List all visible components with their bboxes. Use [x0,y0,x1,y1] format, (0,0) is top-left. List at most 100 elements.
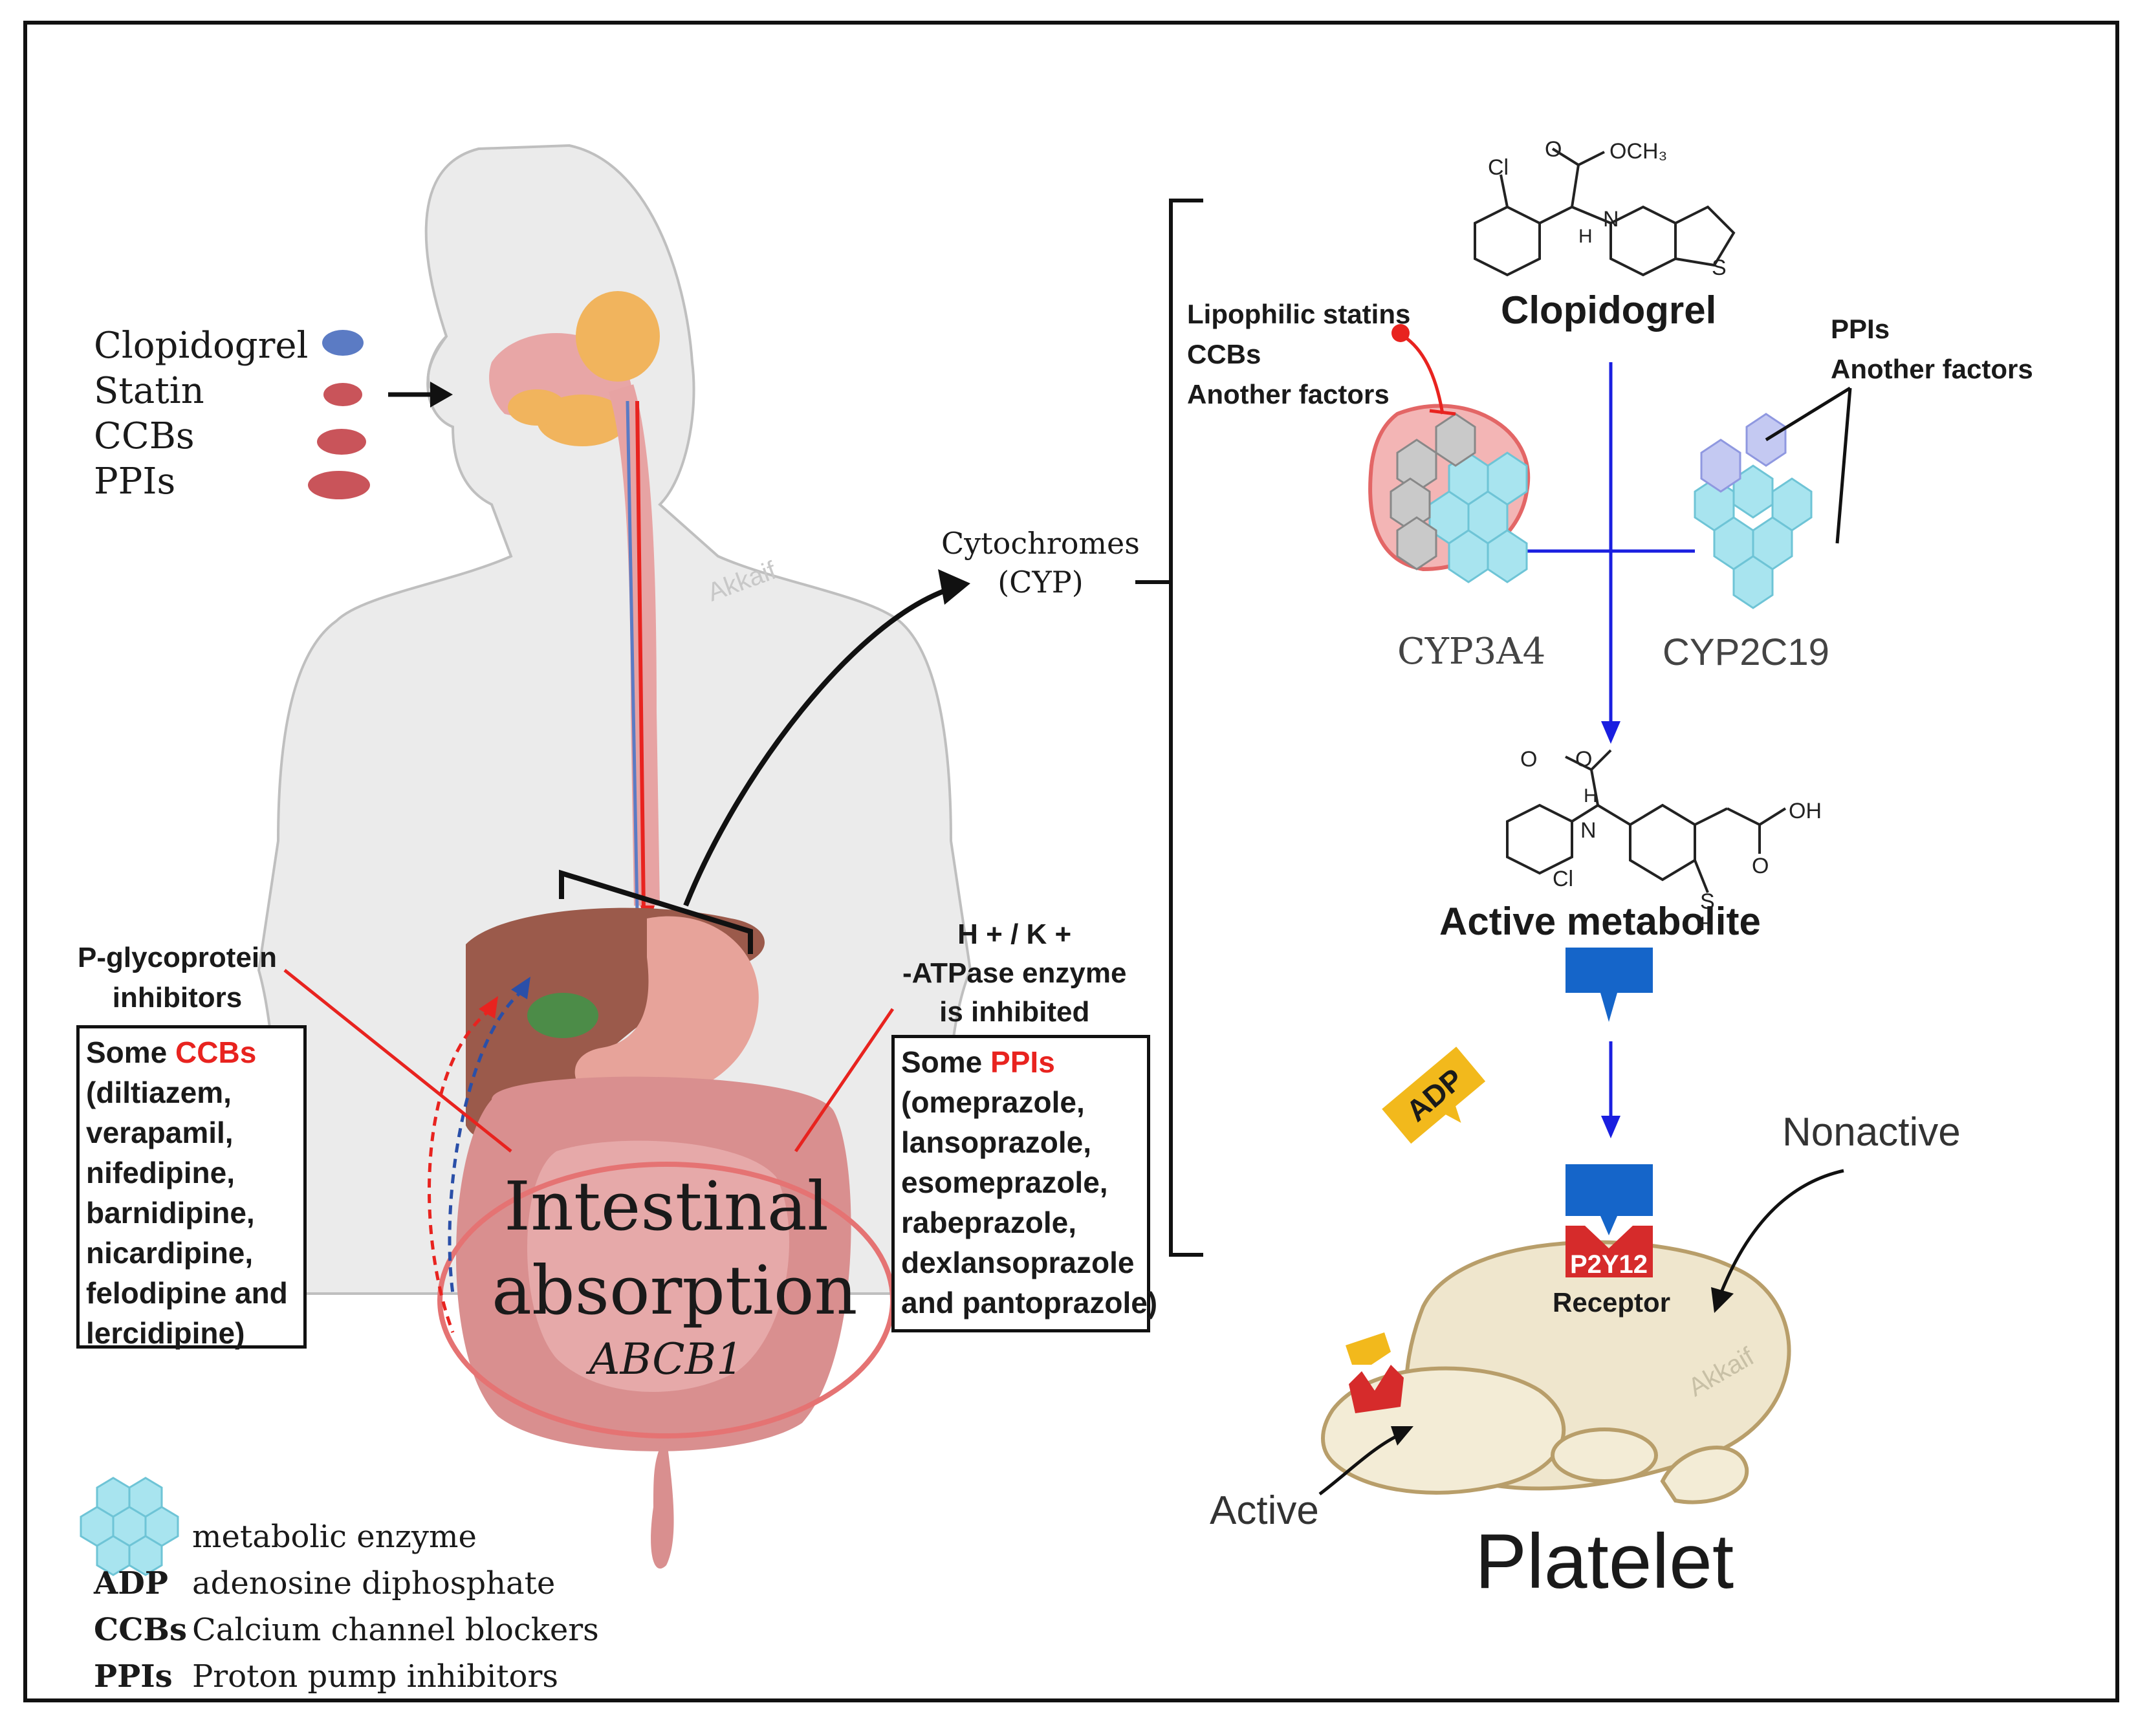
ccb-box-prefix: Some [86,1036,176,1069]
p2y12-text: P2Y12 [1570,1250,1648,1279]
pill-ccbs [317,429,366,455]
chem-m-o2: O [1575,747,1592,772]
ppi-box-prefix: Some [901,1045,991,1079]
atpase-line1: H + / K + [957,918,1072,950]
chem-h: H [1578,226,1593,247]
inhibitor-another-factors-1: Another factors [1187,379,1390,409]
atpase-line3: is inhibited [939,996,1090,1028]
legend-text: Calcium channel blockers [192,1612,599,1648]
ppi-box-highlight: PPIs [990,1045,1055,1079]
atpase-line2: -ATPase enzyme [902,957,1127,989]
stomach [574,916,759,1103]
drug-ppis: PPIs [94,461,176,503]
ppi-item: and pantoprazole) [901,1286,1158,1319]
legend-key [94,1514,192,1560]
ppi-item: (omeprazole, [901,1085,1085,1119]
intestinal-gene: ABCB1 [589,1334,744,1384]
ccb-item: (diltiazem, [86,1076,232,1109]
legend-row: metabolic enzyme [94,1514,599,1560]
gallbladder [527,993,598,1038]
chem-m-o3: O [1752,854,1769,878]
intestinal-absorption-label: Intestinal absorption ABCB1 [492,1164,858,1387]
ppi-item: esomeprazole, [901,1166,1108,1199]
p2y12-receptor-shape [1565,1226,1653,1277]
cyp2c19-cluster [1694,386,1852,609]
drug-ccbs: CCBs [94,415,195,457]
liver-to-cyp-arrow [683,586,952,907]
legend-text: adenosine diphosphate [192,1565,556,1601]
legend-row: PPIs Proton pump inhibitors [94,1653,599,1700]
active-receptor [1349,1365,1404,1413]
cyp-label: Cytochromes (CYP) [941,524,1140,602]
chem-cl: Cl [1488,155,1509,180]
salivary-gland [576,291,660,382]
pgp-label: P-glycoprotein inhibitors [78,938,277,1018]
intestinal-line2: absorption [492,1251,858,1330]
legend-enzyme-icon [80,1477,179,1576]
cyp-label-line1: Cytochromes [941,526,1140,561]
drug-statin: Statin [94,370,204,412]
figure-border [23,21,2119,1702]
active-metabolite-label: Active metabolite [1439,900,1761,943]
liver-bracket [559,869,753,954]
atpase-label: H + / K + -ATPase enzyme is inhibited [902,915,1126,1032]
legend-key: PPIs [94,1658,173,1695]
pill-statin [323,383,362,406]
nonactive-label: Nonactive [1782,1110,1961,1155]
cyp3a4-label: CYP3A4 [1397,631,1546,673]
legend-key: CCBs [94,1612,187,1648]
chem-m-n: N [1580,818,1597,843]
inhibitor-ccbs: CCBs [1187,339,1261,369]
chem-m-s: S [1700,889,1715,914]
adp-badge [1382,1047,1486,1144]
chem-n: N [1603,207,1619,232]
platelet-title: Platelet [1475,1518,1734,1605]
cyp3a4-inhibitors: Lipophilic statins CCBs Another factors [1187,294,1410,415]
chem-m-o1: O [1520,747,1537,772]
cyp3a4-cluster [1368,324,1531,583]
ppi-item: rabeprazole, [901,1206,1076,1239]
pgp-line2: inhibitors [112,982,243,1014]
ccb-box: Some CCBs (diltiazem, verapamil, nifedip… [76,1025,307,1350]
legend-text: Proton pump inhibitors [192,1658,559,1695]
ppi-box: Some PPIs (omeprazole, lansoprazole, eso… [891,1035,1158,1332]
chem-ester-o: O [1545,137,1562,162]
active-arrow [1318,1434,1399,1495]
clopidogrel-title: Clopidogrel [1501,288,1717,332]
ccb-box-highlight: CCBs [175,1036,257,1069]
drug-clopidogrel: Clopidogrel [94,325,309,367]
ppi-box-heading: Some PPIs [901,1042,1140,1082]
active-metabolite-structure [1506,749,1787,893]
cyp2c19-inhibitors: PPIs Another factors [1831,309,2033,389]
intestinal-line1: Intestinal [503,1167,829,1246]
receptor-label: Receptor [1553,1287,1671,1318]
ccb-item: felodipine and [86,1276,288,1310]
ccb-item: nicardipine, [86,1236,254,1270]
intestines [456,1076,851,1569]
recirculation-blue [448,988,525,1294]
inhibitor-ppis: PPIs [1831,314,1890,344]
cyp-label-line2: (CYP) [998,565,1084,600]
ccb-item: nifedipine, [86,1156,235,1189]
chem-s: S [1712,255,1727,280]
drug-list: Clopidogrel Statin CCBs PPIs [94,323,308,505]
legend-text: metabolic enzyme [192,1519,477,1555]
active-label: Active [1210,1488,1319,1533]
chem-m-h: H [1584,785,1598,807]
pgp-line1: P-glycoprotein [78,942,278,973]
metabolite-ligand [1565,948,1653,1022]
ccb-item: lercidipine) [86,1316,245,1350]
pill-ppis [308,471,370,499]
chem-m-cl: Cl [1553,867,1573,891]
ccb-item: barnidipine, [86,1196,255,1230]
recirculation-red [428,1007,493,1333]
ccb-item: verapamil, [86,1116,234,1149]
clopidogrel-structure [1474,147,1736,277]
nonactive-arrow [1719,1169,1844,1294]
inhibitor-another-factors-2: Another factors [1831,354,2033,384]
